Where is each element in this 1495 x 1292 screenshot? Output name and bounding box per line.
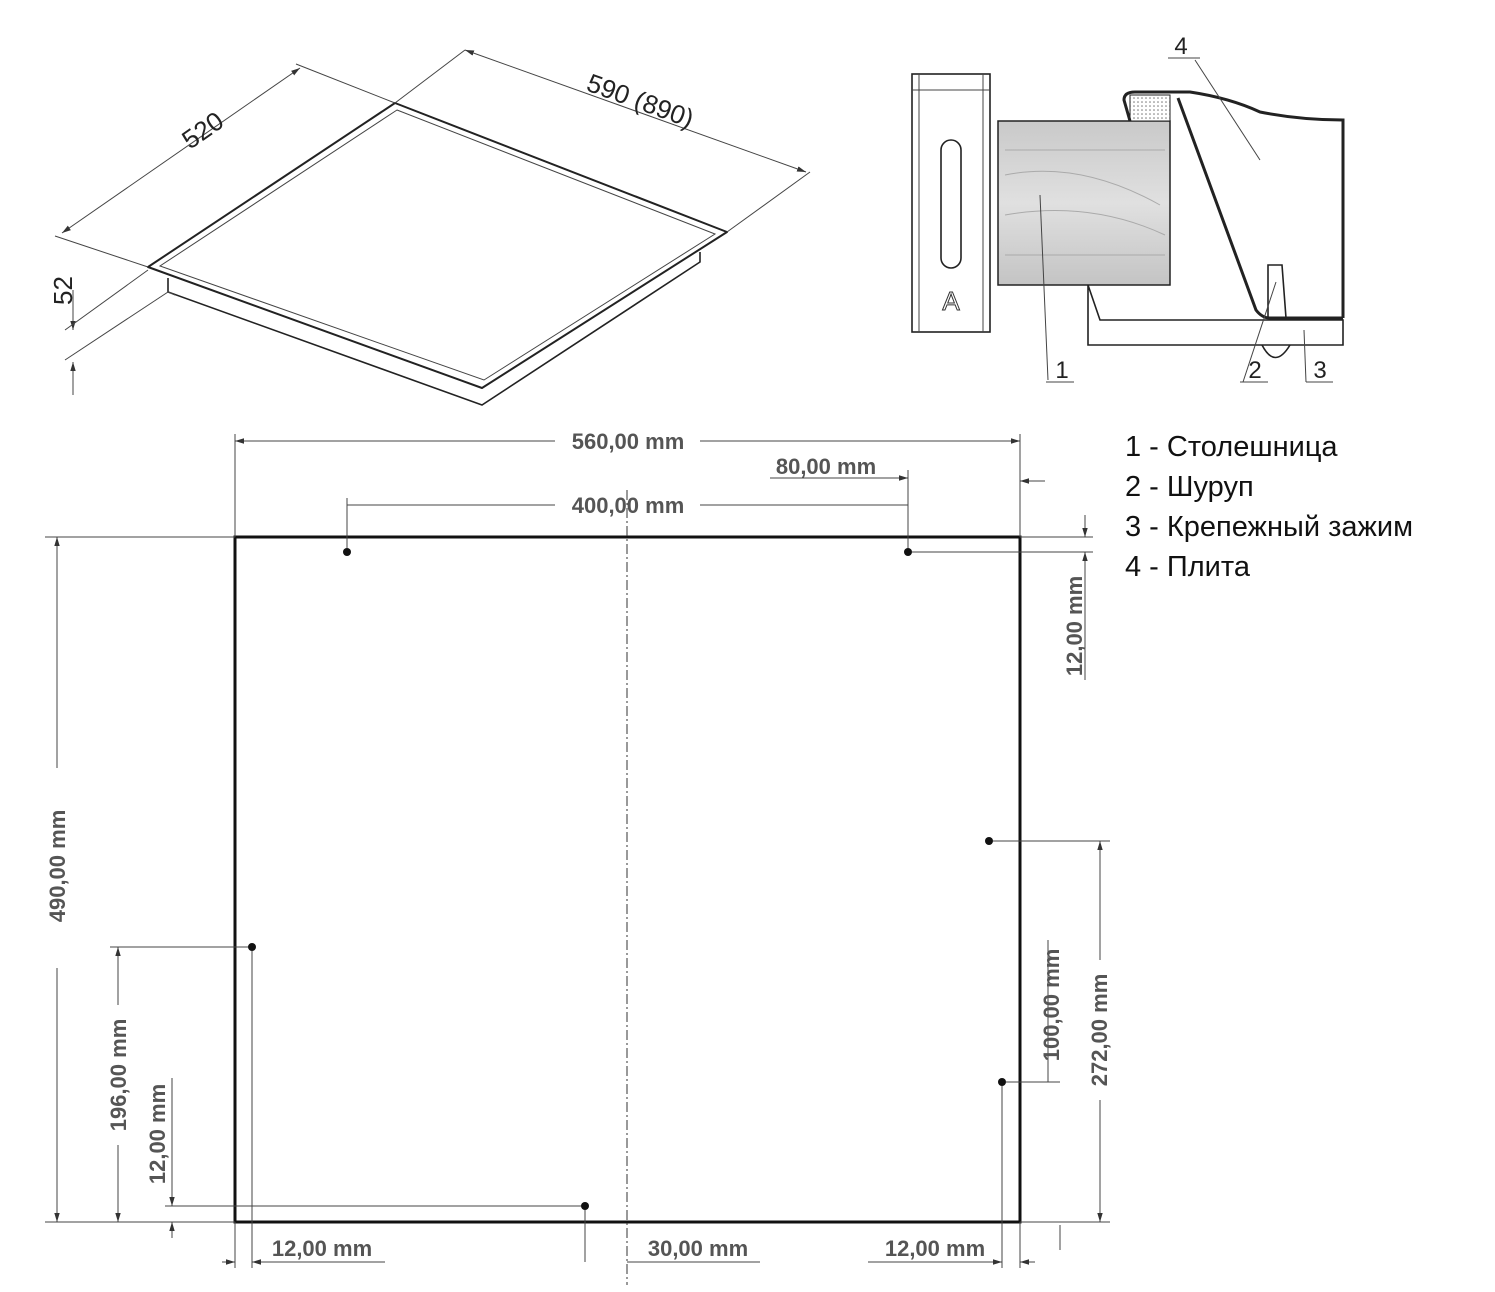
legend-item-4: 4 - Плита <box>1125 551 1251 583</box>
screw <box>1261 264 1291 359</box>
mounting-section-view: A 1 2 3 4 <box>911 33 1345 384</box>
legend-item-1: 1 - Столешница <box>1125 431 1338 463</box>
clip-a: A <box>911 73 991 333</box>
cutout-width-label: 560,00 mm <box>572 429 685 454</box>
right-lower-height-label: 272,00 mm <box>1087 974 1112 1087</box>
hole-top-left <box>343 548 351 556</box>
cutout-plan: 560,00 mm 80,00 mm 400,00 mm 12,00 mm 49… <box>45 429 1112 1285</box>
hole-right-upper <box>985 837 993 845</box>
callout-4: 4 <box>1174 33 1187 60</box>
bottom-center-offset-label: 30,00 mm <box>648 1236 748 1261</box>
depth-dimension-line <box>61 67 301 234</box>
legend: 1 - Столешница 2 - Шуруп 3 - Крепежный з… <box>1125 431 1413 583</box>
top-right-offset-label: 80,00 mm <box>776 454 876 479</box>
width-label: 590 (890) <box>583 67 698 133</box>
mounting-holes <box>248 548 1006 1210</box>
bottom-hole-inset-label: 12,00 mm <box>145 1084 170 1184</box>
width-dimension-line <box>464 49 807 173</box>
mounting-clamp <box>1087 284 1344 346</box>
cutout-height-label: 490,00 mm <box>45 810 70 923</box>
callout-3: 3 <box>1313 357 1326 384</box>
callout-1: 1 <box>1055 357 1068 384</box>
height-label: 52 <box>48 276 78 305</box>
cutout-outline <box>233 535 1022 1224</box>
hole-right-lower <box>998 1078 1006 1086</box>
hole-top-right <box>904 548 912 556</box>
hob-glass-top <box>147 102 728 389</box>
top-hole-spacing-label: 400,00 mm <box>572 493 685 518</box>
left-hole-inset-label: 12,00 mm <box>272 1236 372 1261</box>
callouts: 1 2 3 4 <box>1039 33 1333 384</box>
left-hole-height-label: 196,00 mm <box>106 1019 131 1132</box>
hole-bottom <box>581 1202 589 1210</box>
clip-letter: A <box>942 286 960 316</box>
countertop <box>997 120 1171 286</box>
depth-label: 520 <box>176 105 229 154</box>
hole-left <box>248 943 256 951</box>
right-hole-inset-label: 12,00 mm <box>885 1236 985 1261</box>
legend-item-3: 3 - Крепежный зажим <box>1125 511 1413 543</box>
top-hole-inset-label: 12,00 mm <box>1062 576 1087 676</box>
right-hole-spacing-label: 100,00 mm <box>1039 949 1064 1062</box>
hob-isometric-view: 520 590 (890) 52 <box>48 49 811 406</box>
hob-base <box>167 252 701 406</box>
legend-item-2: 2 - Шуруп <box>1125 471 1254 503</box>
callout-2: 2 <box>1248 357 1261 384</box>
